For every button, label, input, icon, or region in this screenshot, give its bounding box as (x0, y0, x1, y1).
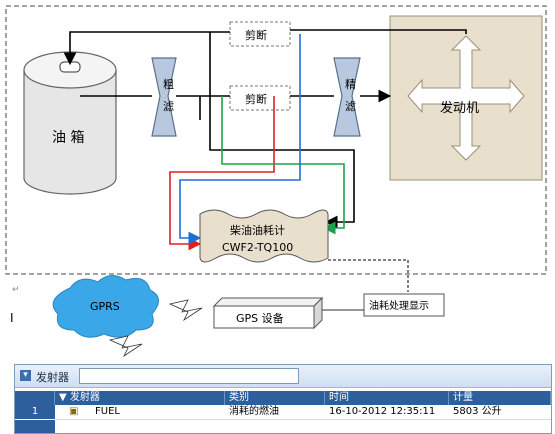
text-cursor: I (10, 311, 14, 325)
system-boundary (5, 5, 547, 275)
fuel-system-diagram: 油 箱 粗 滤 精 滤 发动机 剪断 剪断 柴油油耗计 CWF2-TQ10 (5, 5, 547, 358)
transmitter-filter-input[interactable] (79, 368, 299, 384)
row-number-2 (15, 420, 55, 433)
fine-filter-label-2: 滤 (345, 100, 356, 113)
gprs-label: GPRS (90, 300, 120, 313)
filter-icon[interactable]: ▾ (20, 370, 31, 381)
meter-line2: CWF2-TQ100 (222, 241, 293, 254)
lightning-icon (168, 299, 203, 322)
para-mark-1: ↵ (12, 285, 20, 295)
cell-transmitter: FUEL (95, 406, 120, 417)
gps-label: GPS 设备 (236, 311, 284, 325)
gprs-cloud (52, 275, 159, 338)
row-number: 1 (15, 405, 55, 419)
header-transmitter[interactable]: ▼ 发射器 (55, 391, 225, 405)
blue-line (179, 34, 301, 245)
fine-filter-label-1: 精 (345, 78, 356, 91)
cell-time: 16-10-2012 12:35:11 (329, 406, 436, 417)
fuel-lines (63, 29, 467, 229)
panel-toolbar: ▾ 发射器 (15, 365, 551, 388)
toolbar-label: 发射器 (36, 371, 69, 384)
display-label: 油耗处理显示 (369, 299, 429, 312)
cut-box-top (229, 21, 291, 47)
tank-label: 油 箱 (52, 130, 84, 146)
display-box (363, 293, 445, 317)
red-line (169, 96, 275, 251)
meter-display-link (328, 259, 409, 292)
data-panel: ▾ 发射器 ▼ 发射器 类别 时间 计量 1 ▣ FUEL 消耗的燃油 16-1… (14, 364, 552, 434)
header-category[interactable]: 类别 (225, 391, 325, 405)
cut-top-label: 剪断 (245, 28, 267, 42)
header-rownum (15, 391, 55, 405)
coarse-filter-label-2: 滤 (163, 100, 174, 113)
header-time[interactable]: 时间 (325, 391, 449, 405)
header-transmitter-label: 发射器 (69, 392, 100, 403)
engine-label: 发动机 (440, 100, 479, 116)
cut-box-mid (229, 85, 291, 111)
fuel-row-icon: ▣ (69, 406, 79, 417)
fine-filter (333, 57, 361, 137)
header-amount[interactable]: 计量 (449, 391, 551, 405)
green-line (221, 96, 345, 235)
table-row[interactable] (55, 405, 551, 420)
cell-category: 消耗的燃油 (229, 406, 279, 417)
cut-mid-label: 剪断 (245, 92, 267, 106)
gps-device (212, 296, 324, 330)
fuel-tank (23, 51, 117, 195)
engine (389, 15, 543, 181)
meter-line1: 柴油油耗计 (230, 223, 285, 237)
cell-amount: 5803 公升 (453, 406, 502, 417)
fuel-meter (199, 209, 329, 263)
coarse-filter (151, 57, 177, 137)
lightning-icon-2 (108, 335, 143, 358)
coarse-filter-label-1: 粗 (163, 78, 174, 91)
